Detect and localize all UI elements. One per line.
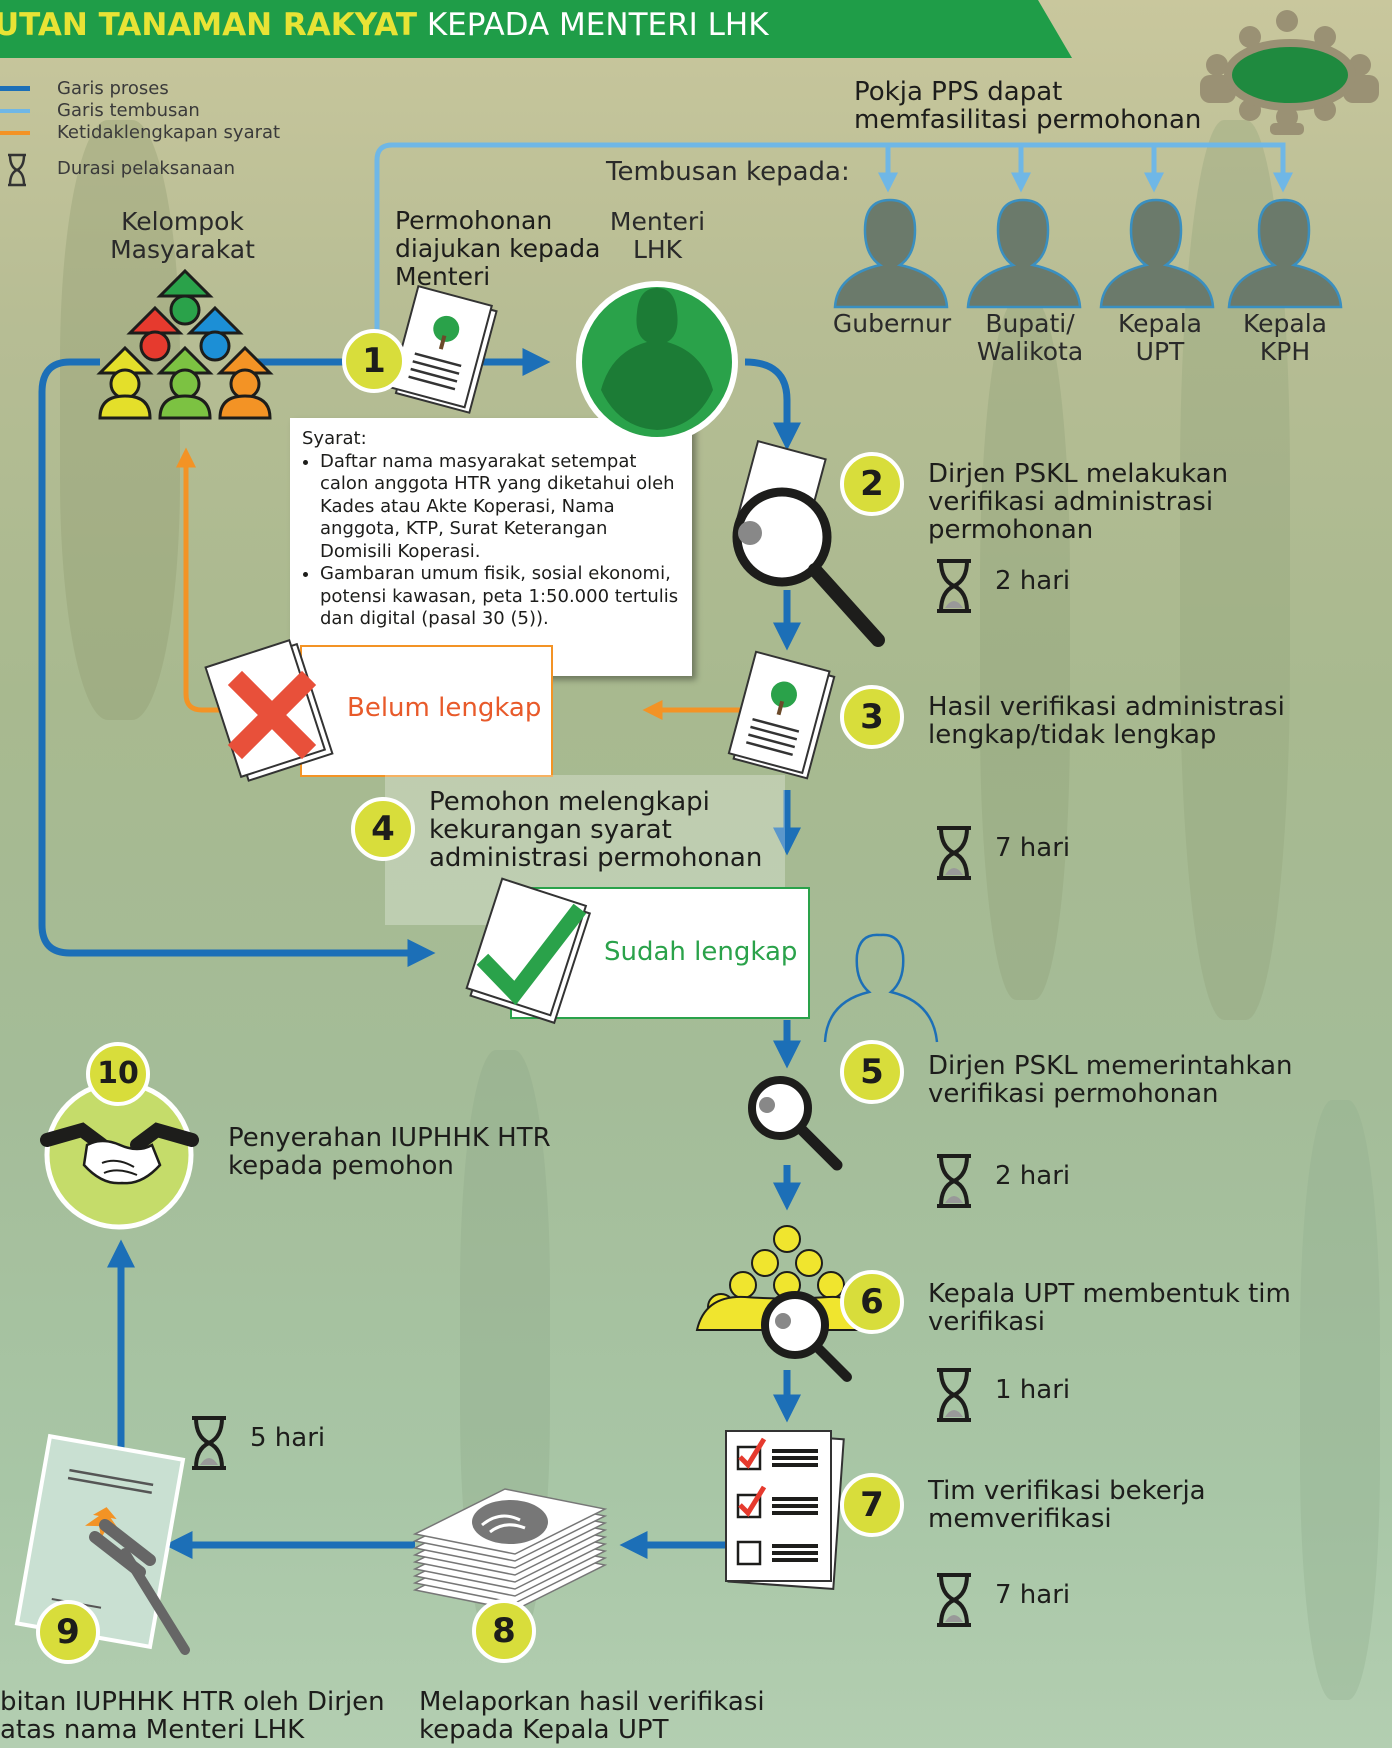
step-6-badge: 6 [840,1270,904,1334]
texture [980,300,1070,1000]
step-2-badge: 2 [840,452,904,516]
kepala-kph-icon [1227,198,1343,309]
step-3-text: Hasil verifikasi administrasi lengkap/ti… [928,692,1285,750]
hourglass-icon [937,826,971,880]
step-3-duration: 7 hari [995,833,1071,863]
legend-process-line [0,86,30,91]
banner-rest: KEPADA MENTERI LHK [416,7,769,43]
legend-incomplete-line [0,131,30,135]
application-document-icon [389,284,498,414]
permit-document-icon [14,1433,190,1655]
texture [60,120,180,720]
incomplete-label: Belum lengkap [347,693,542,723]
complete-label: Sudah lengkap [604,937,798,967]
community-group-icon [96,268,274,420]
syarat-box: Syarat: Daftar nama masyarakat setempat … [290,418,692,676]
title-banner: UTAN TANAMAN RAKYAT KEPADA MENTERI LHK [0,0,1072,58]
recipient-kepala-upt: Kepala UPT [1118,309,1202,366]
texture [1300,1100,1380,1700]
step-3-badge: 3 [840,685,904,749]
step-2-text: Dirjen PSKL melakukan verifikasi adminis… [928,459,1229,545]
hourglass-icon [937,1573,971,1627]
legend-copy-line [0,109,30,113]
step-8-badge: 8 [472,1599,536,1663]
legend-process-label: Garis proses [57,78,169,99]
step-8-text: Melaporkan hasil verifikasi kepada Kepal… [419,1687,765,1745]
copy-lines [374,142,1293,330]
syarat-title: Syarat: [302,428,367,449]
step-10-text: Penyerahan IUPHHK HTR kepada pemohon [228,1123,551,1181]
recipient-silhouettes [833,198,1343,309]
step-5-duration: 2 hari [995,1161,1071,1191]
menteri-label: Menteri LHK [609,207,706,264]
banner-highlight: UTAN TANAMAN RAKYAT [0,7,417,43]
verification-team-icon [695,1225,867,1382]
hourglass-icon [937,1154,971,1208]
step-9-text: bitan IUPHHK HTR oleh Dirjen atas nama M… [0,1687,385,1745]
magnifier-document-icon [732,439,885,647]
recipient-kepala-kph: Kepala KPH [1243,309,1327,366]
banner-title: UTAN TANAMAN RAKYAT KEPADA MENTERI LHK [0,6,769,44]
kelompok-label: Kelompok Masyarakat [110,207,255,264]
step-6-text: Kepala UPT membentuk tim verifikasi [928,1279,1291,1337]
syarat-item: Gambaran umum fisik, sosial ekonomi, pot… [320,563,680,631]
rejected-document-icon [204,638,334,782]
pokja-label: Pokja PPS dapat memfasilitasi permohonan [854,77,1202,135]
bupati-icon [966,198,1082,309]
kepala-upt-icon [1099,198,1215,309]
recipient-bupati: Bupati/ Walikota [976,309,1084,366]
tembusan-title: Tembusan kepada: [606,157,850,187]
syarat-item: Daftar nama masyarakat setempat calon an… [320,451,680,564]
hourglass-icon [8,153,26,187]
gubernur-icon [833,198,949,309]
hourglass-icon [192,1416,226,1470]
legend-incomplete-label: Ketidaklengkapan syarat [57,122,281,143]
menteri-icon [576,281,738,443]
verified-document-icon [727,650,836,780]
step-1-badge: 1 [342,329,406,393]
report-stack-icon [412,1488,608,1611]
hourglass-icon [937,559,971,613]
step-4-badge: 4 [351,797,415,861]
step-7-duration: 7 hari [995,1580,1071,1610]
step-2-duration: 2 hari [995,566,1071,596]
step-10-badge: 10 [86,1042,150,1106]
legend-duration-label: Durasi pelaksanaan [57,158,236,179]
step-6-duration: 1 hari [995,1375,1071,1405]
approved-document-icon [465,877,592,1025]
meeting-table-icon [1200,10,1379,135]
legend-copy-label: Garis tembusan [57,100,200,121]
hourglass-icon [937,1368,971,1422]
handshake-icon [40,1080,199,1230]
step-1-text: Permohonan diajukan kepada Menteri [395,206,601,291]
step-7-text: Tim verifikasi bekerja memverifikasi [928,1476,1206,1534]
step-5-text: Dirjen PSKL memerintahkan verifikasi per… [928,1051,1293,1109]
checklist-icon [725,1430,845,1590]
magnifier-icon [748,1076,843,1171]
recipient-gubernur: Gubernur [832,309,952,338]
step-5-badge: 5 [840,1040,904,1104]
step-9-duration: 5 hari [250,1423,326,1453]
dirjen-silhouette-icon [823,933,939,1043]
step-9-badge: 9 [36,1600,100,1664]
step-7-badge: 7 [840,1473,904,1537]
step-4-text: Pemohon melengkapi kekurangan syarat adm… [429,787,763,873]
incomplete-box: Belum lengkap [300,645,553,777]
